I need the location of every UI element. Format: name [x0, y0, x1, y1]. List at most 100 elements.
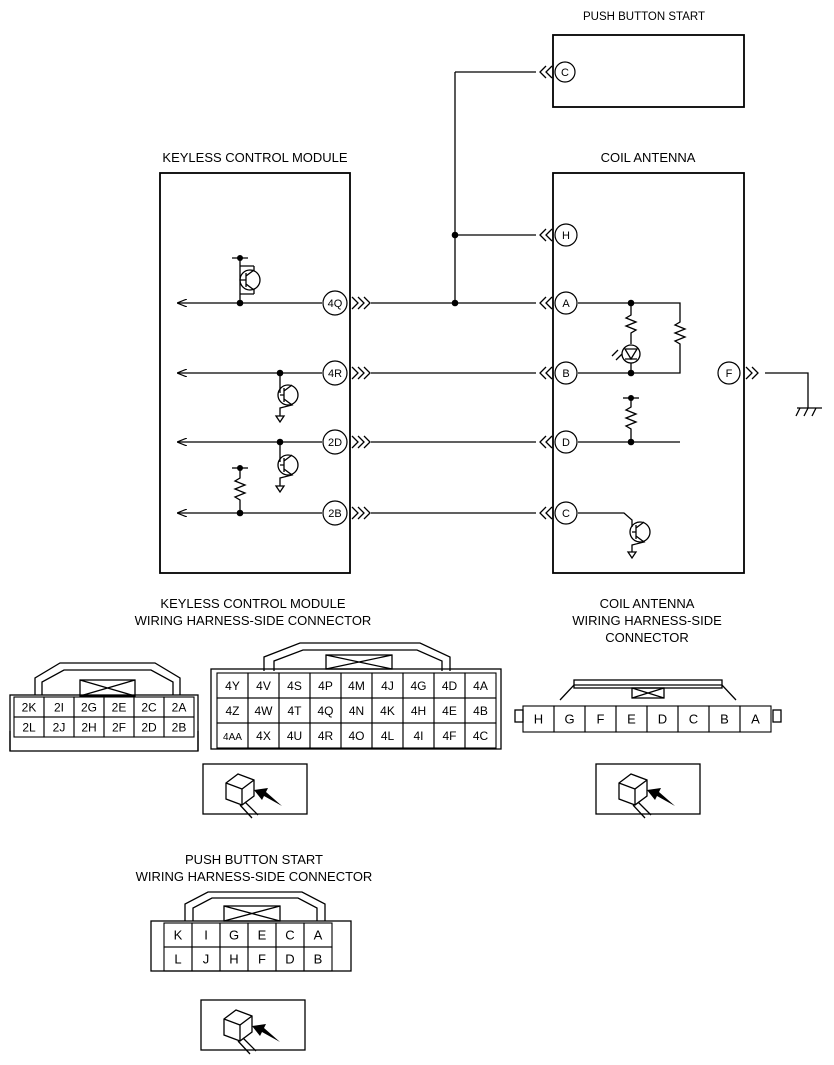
kcm-2b-terminal: 2B [322, 500, 371, 526]
coil-connector-housing [514, 679, 782, 723]
connector-pin-label: 4M [348, 679, 365, 693]
connector-pin-label: 4E [442, 704, 457, 718]
kcm-connector-2-grid: 2K 2I 2G 2E 2C 2A 2L 2J 2H 2F 2D 2B [13, 696, 195, 738]
connector-pin-label: L [174, 952, 181, 967]
connector-pin-label: 4S [287, 679, 302, 693]
connector-pin-label: 4I [413, 729, 423, 743]
connector-pin-label: 2B [172, 720, 187, 734]
kcm-connector-2-housing [9, 662, 199, 752]
kcm-connector-view-icon [202, 763, 308, 819]
connector-pin-label: 2H [81, 720, 96, 734]
kcm-2d-terminal: 2D [322, 429, 371, 455]
coil-h-terminal: H [539, 223, 578, 247]
connector-pin-label: I [204, 928, 208, 943]
connector-pin-label: 2E [112, 700, 127, 714]
connector-pin-label: 4W [255, 704, 274, 718]
coil-connector-caption-line2: WIRING HARNESS-SIDE [572, 613, 722, 628]
wires [371, 71, 822, 514]
connector-pin-label: A [751, 712, 760, 727]
svg-text:F: F [726, 368, 733, 380]
connector-pin-label: 2G [81, 700, 97, 714]
push-connector-grid: K I G E C A L J H F D B [163, 922, 333, 972]
connector-pin-label: 4Z [225, 704, 239, 718]
connector-pin-label: 4Q [317, 704, 333, 718]
coil-antenna-title: COIL ANTENNA [601, 150, 696, 165]
svg-text:D: D [562, 437, 570, 449]
connector-pin-label: H [229, 952, 238, 967]
kcm-connector-4-housing [210, 642, 502, 750]
connector-pin-label: E [627, 712, 636, 727]
svg-text:2D: 2D [328, 437, 342, 449]
coil-connector-caption-line1: COIL ANTENNA [600, 596, 695, 611]
push-connector-caption-line2: WIRING HARNESS-SIDE CONNECTOR [136, 869, 373, 884]
coil-a-terminal: A [539, 291, 578, 315]
connector-pin-label: G [564, 712, 574, 727]
coil-f-terminal: F [717, 361, 759, 385]
coil-b-terminal: B [539, 361, 578, 385]
kcm-4q-terminal: 4Q [322, 290, 371, 316]
svg-text:A: A [562, 298, 570, 310]
coil-antenna-internal-circuit [578, 299, 687, 560]
connector-pin-label: F [258, 952, 266, 967]
coil-connector-view-icon [595, 763, 701, 819]
connector-pin-label: 2I [54, 700, 64, 714]
connector-pin-label: G [229, 928, 239, 943]
connector-pin-label: B [314, 952, 323, 967]
kcm-4r-terminal: 4R [322, 360, 371, 386]
svg-text:4R: 4R [328, 368, 342, 380]
keyless-control-module-box [159, 172, 351, 574]
connector-pin-label: 2A [172, 700, 187, 714]
connector-pin-label: 4AA [223, 732, 242, 743]
connector-pin-label: 2F [112, 720, 126, 734]
connector-pin-label: K [174, 928, 183, 943]
svg-text:B: B [562, 368, 569, 380]
connector-pin-label: J [203, 952, 210, 967]
connector-pin-label: 4F [442, 729, 456, 743]
push-connector-caption-line1: PUSH BUTTON START [185, 852, 323, 867]
kcm-connector-caption-line1: KEYLESS CONTROL MODULE [160, 596, 346, 611]
coil-antenna-box [552, 172, 745, 574]
connector-pin-label: 4D [442, 679, 458, 693]
connector-pin-label: C [689, 712, 698, 727]
connector-pin-label: D [285, 952, 294, 967]
connector-pin-label: 4R [318, 729, 334, 743]
connector-pin-label: 4V [256, 679, 271, 693]
connector-pin-label: A [314, 928, 323, 943]
connector-pin-label: 2L [22, 720, 36, 734]
push-button-start-box [552, 34, 745, 108]
svg-text:4Q: 4Q [328, 298, 343, 310]
connector-pin-label: 4P [318, 679, 333, 693]
connector-pin-label: F [597, 712, 605, 727]
connector-pin-label: 4O [348, 729, 364, 743]
push-connector-view-icon [200, 999, 306, 1055]
svg-text:2B: 2B [328, 508, 341, 520]
connector-pin-label: H [534, 712, 543, 727]
connector-pin-label: C [285, 928, 294, 943]
connector-pin-label: 2D [141, 720, 157, 734]
coil-connector-caption-line3: CONNECTOR [605, 630, 689, 645]
connector-pin-label: 4J [381, 679, 394, 693]
connector-pin-label: B [720, 712, 729, 727]
connector-pin-label: 4Y [225, 679, 240, 693]
connector-pin-label: 2K [22, 700, 37, 714]
connector-pin-label: 4T [287, 704, 302, 718]
svg-text:C: C [561, 67, 569, 79]
coil-c-terminal: C [539, 501, 578, 525]
connector-pin-label: 4G [410, 679, 426, 693]
connector-pin-label: 4X [256, 729, 271, 743]
connector-pin-label: 2C [141, 700, 157, 714]
connector-pin-label: 4C [473, 729, 489, 743]
push-button-start-title: PUSH BUTTON START [583, 11, 705, 23]
connector-pin-label: 4L [381, 729, 395, 743]
wire-junctions [451, 231, 459, 307]
connector-pin-label: 4H [411, 704, 426, 718]
connector-pin-label: 4U [287, 729, 302, 743]
connector-pin-label: E [258, 928, 267, 943]
svg-text:C: C [562, 508, 570, 520]
keyless-control-module-title: KEYLESS CONTROL MODULE [162, 150, 348, 165]
connector-pin-label: 2J [53, 720, 66, 734]
connector-pin-label: 4K [380, 704, 395, 718]
coil-d-terminal: D [539, 430, 578, 454]
connector-pin-label: 4B [473, 704, 488, 718]
